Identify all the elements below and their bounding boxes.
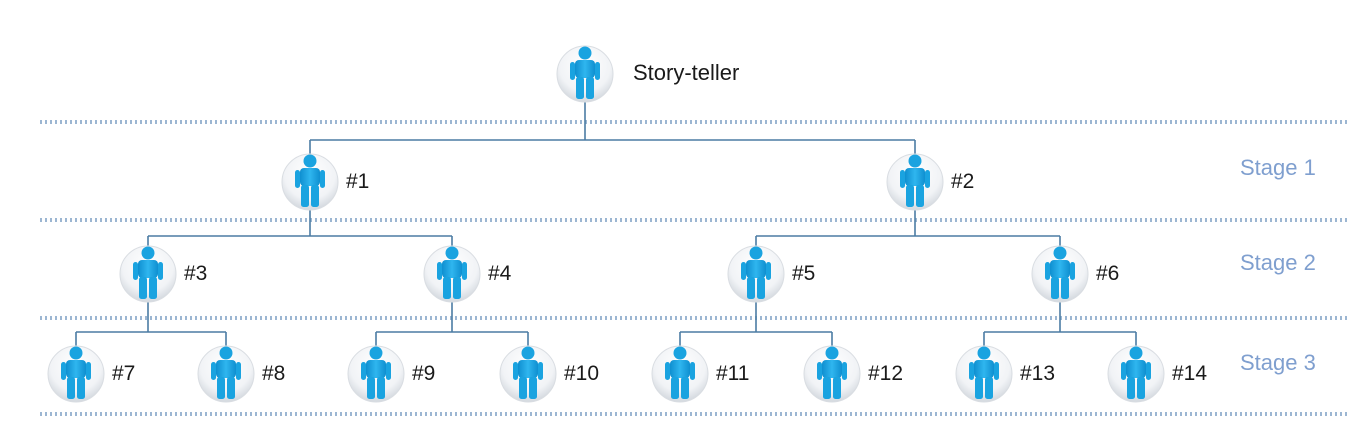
node-label: #8 [262, 362, 285, 385]
person-icon [803, 345, 861, 403]
node-label: #7 [112, 362, 135, 385]
person-icon [423, 245, 481, 303]
stage-label: Stage 1 [1240, 155, 1316, 180]
node-label: #6 [1096, 262, 1119, 285]
stage-label: Stage 3 [1240, 350, 1316, 375]
node-label: Story-teller [633, 60, 739, 85]
person-icon [1031, 245, 1089, 303]
stage-label: Stage 2 [1240, 250, 1316, 275]
node-label: #3 [184, 262, 207, 285]
person-icon [197, 345, 255, 403]
node-label: #9 [412, 362, 435, 385]
node-n13: #13 [955, 345, 1055, 403]
person-icon [499, 345, 557, 403]
node-n1: #1 [281, 153, 369, 211]
node-label: #12 [868, 362, 903, 385]
stage-dividers [40, 120, 1350, 416]
node-label: #11 [716, 362, 749, 385]
stage-labels: Stage 1 Stage 2 Stage 3 [1240, 155, 1316, 375]
person-icon [651, 345, 709, 403]
node-n9: #9 [347, 345, 435, 403]
person-icon [119, 245, 177, 303]
node-root: Story-teller [556, 45, 739, 103]
node-label: #10 [564, 362, 599, 385]
node-n4: #4 [423, 245, 512, 303]
node-n10: #10 [499, 345, 599, 403]
tree-nodes: Story-teller #1 #2 #3 #4 #5 #6 #7 #8 #9 #10 #11 #12 #… [47, 45, 1207, 403]
person-icon [955, 345, 1013, 403]
node-n11: #11 [651, 345, 749, 403]
person-icon [281, 153, 339, 211]
person-icon [727, 245, 785, 303]
node-n3: #3 [119, 245, 207, 303]
person-icon [47, 345, 105, 403]
node-label: #13 [1020, 362, 1055, 385]
node-label: #2 [951, 170, 974, 193]
node-n5: #5 [727, 245, 815, 303]
node-label: #1 [346, 170, 369, 193]
person-icon [556, 45, 614, 103]
node-n12: #12 [803, 345, 903, 403]
node-label: #4 [488, 262, 512, 285]
node-n14: #14 [1107, 345, 1207, 403]
node-label: #14 [1172, 362, 1207, 385]
node-label: #5 [792, 262, 815, 285]
person-icon [347, 345, 405, 403]
node-n2: #2 [886, 153, 974, 211]
node-n8: #8 [197, 345, 285, 403]
node-n7: #7 [47, 345, 135, 403]
person-icon [1107, 345, 1165, 403]
person-icon [886, 153, 944, 211]
node-n6: #6 [1031, 245, 1119, 303]
